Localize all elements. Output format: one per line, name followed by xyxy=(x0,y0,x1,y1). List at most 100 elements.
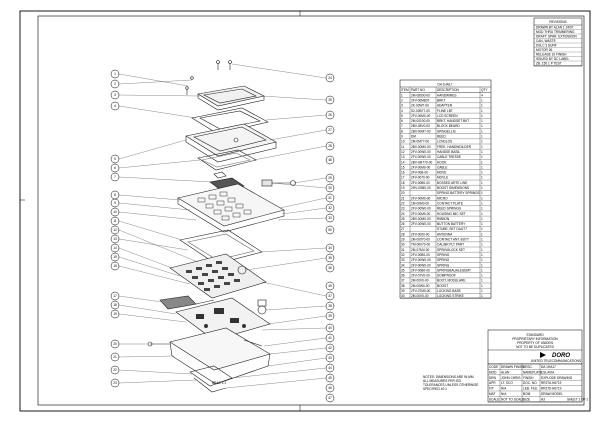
callout-number: 49 xyxy=(328,284,332,288)
title-block-cell: A3 xyxy=(541,397,545,401)
parts-list-cell: 19 xyxy=(401,186,405,190)
parts-list-cell: 1M-00M0-00 xyxy=(411,201,429,205)
parts-list-cell: ANTENNA xyxy=(437,232,453,236)
parts-list-cell: 2M-00V0-00 xyxy=(411,294,429,298)
parts-list-cell: BRKT xyxy=(437,98,446,102)
parts-list-cell: HANDWIRES xyxy=(437,93,456,97)
callout-number: 23 xyxy=(113,381,117,385)
parts-list-cell: 1 xyxy=(481,104,483,108)
title-block-cell: SHEET 1 OF 1 xyxy=(567,397,588,401)
parts-list-cell: 1 xyxy=(481,109,483,113)
parts-list-cell: 1 xyxy=(481,258,483,262)
parts-list-cell: 2K-00W7-00 xyxy=(411,104,429,108)
parts-list-cell: 1 xyxy=(481,145,483,149)
parts-list-cell: 14 xyxy=(401,160,405,164)
title-block-note: NOTES: DIMENSIONS ARE IN MM xyxy=(423,375,474,379)
parts-list-cell: 2M-0M77-00 xyxy=(411,140,429,144)
parts-list-cell: MOVLE xyxy=(437,176,448,180)
title-block-cell: DRAWN FINISH xyxy=(501,365,525,369)
revision-line: CAN, WASTE xyxy=(536,39,556,43)
callout-number: 46 xyxy=(328,386,332,390)
parts-list-cell: ADAPTER xyxy=(437,104,453,108)
figure-label: BRAC 1:1 xyxy=(212,381,226,385)
parts-list-cell: 2BV-00M7-00 xyxy=(411,129,431,133)
parts-list-cell: LOCKING BASE xyxy=(437,289,461,293)
parts-list-cell: 2M-08000-00 xyxy=(411,93,430,97)
callout-bubble: 41 xyxy=(325,333,335,343)
ribbon-cable xyxy=(159,295,215,310)
parts-list-cell: 2BV-00M0-00 xyxy=(411,217,431,221)
title-block-cell: FIT xyxy=(489,387,494,391)
parts-list-cell: S2-00B77-00 xyxy=(411,109,430,113)
inner-border xyxy=(37,15,585,406)
notes-line-1: PROPRIETARY INFORMATION xyxy=(512,337,558,341)
callout-bubble: 36 xyxy=(325,263,335,273)
title-block-cell: ALAN xyxy=(501,370,510,374)
parts-list-cell: 2FV-00M80T xyxy=(411,98,429,102)
callout-number: 25 xyxy=(328,98,332,102)
callout-bubble: 40 xyxy=(325,323,335,333)
parts-list-cell: 2 xyxy=(401,98,403,102)
parts-list-cell: 12 xyxy=(401,150,405,154)
callout-number: 17 xyxy=(113,294,117,298)
parts-list-cell: 11 xyxy=(401,145,405,149)
left-leader-lines xyxy=(118,73,213,384)
callout-bubble: 18 xyxy=(110,300,120,310)
callout-number: 18 xyxy=(113,303,117,307)
callout-bubble: 48 xyxy=(325,155,335,165)
parts-list-cell: 2FV-00B0-00 xyxy=(411,253,430,257)
parts-list-cell: CONTACT ANT. BUTT xyxy=(437,238,469,242)
parts-list-cell: 23 xyxy=(401,207,405,211)
parts-list-cell: FLINE LBT xyxy=(437,109,453,113)
callout-number: 32 xyxy=(328,206,332,210)
parts-list-cell: SPRING xyxy=(437,253,450,257)
parts-list-cell: 1 xyxy=(481,171,483,175)
parts-list-cell: RIBBON xyxy=(437,217,450,221)
revision-line: MOD THRU TRIMMERING xyxy=(536,30,575,34)
parts-list-cell: 2HV-00M0-00 xyxy=(411,186,431,190)
callout-number: 28 xyxy=(328,144,332,148)
parts-list-cell: 1 xyxy=(481,268,483,272)
parts-list-cell: SPRINGLOCK SET xyxy=(437,248,465,252)
title-block-cell: EXPLODE DRAWING xyxy=(541,376,573,380)
parts-list-cell: 2FV-00W0-00 xyxy=(411,155,431,159)
parts-list-cell: HANDSE BASIL xyxy=(437,150,460,154)
parts-list-cell: 10 xyxy=(401,140,405,144)
callout-number: 22 xyxy=(113,368,117,372)
callout-bubble: 25 xyxy=(325,95,335,105)
parts-list-cell: 1 xyxy=(481,248,483,252)
parts-list-cell: 1 xyxy=(481,232,483,236)
parts-list-cell: BOSSED ARTE LINE xyxy=(437,181,467,185)
callout-bubble: 14 xyxy=(110,243,120,253)
callout-bubble: 11 xyxy=(110,216,120,226)
title-block-cell: APR xyxy=(489,381,496,385)
parts-list-cell: 2FV-00W0-00 xyxy=(411,258,431,262)
callout-number: 43 xyxy=(328,356,332,360)
parts-list-cell: 1 xyxy=(481,243,483,247)
callout-number: 44 xyxy=(328,366,332,370)
parts-list-cell: 30 xyxy=(401,243,405,247)
title-block-cell: CODE xyxy=(489,365,498,369)
callout-bubble: 16 xyxy=(110,261,120,271)
title-block-cell: CSLAVIA xyxy=(541,370,555,374)
callout-bubble: 4 xyxy=(110,101,120,111)
parts-list-cell: 1 xyxy=(481,129,483,133)
parts-list-cell: BRKT, HANDSET BKT xyxy=(437,119,469,123)
bottom-housing xyxy=(147,327,271,393)
parts-list-cell: 22 xyxy=(401,201,405,205)
notes-line-3: NOT TO BE DUPLICATED xyxy=(516,345,555,349)
